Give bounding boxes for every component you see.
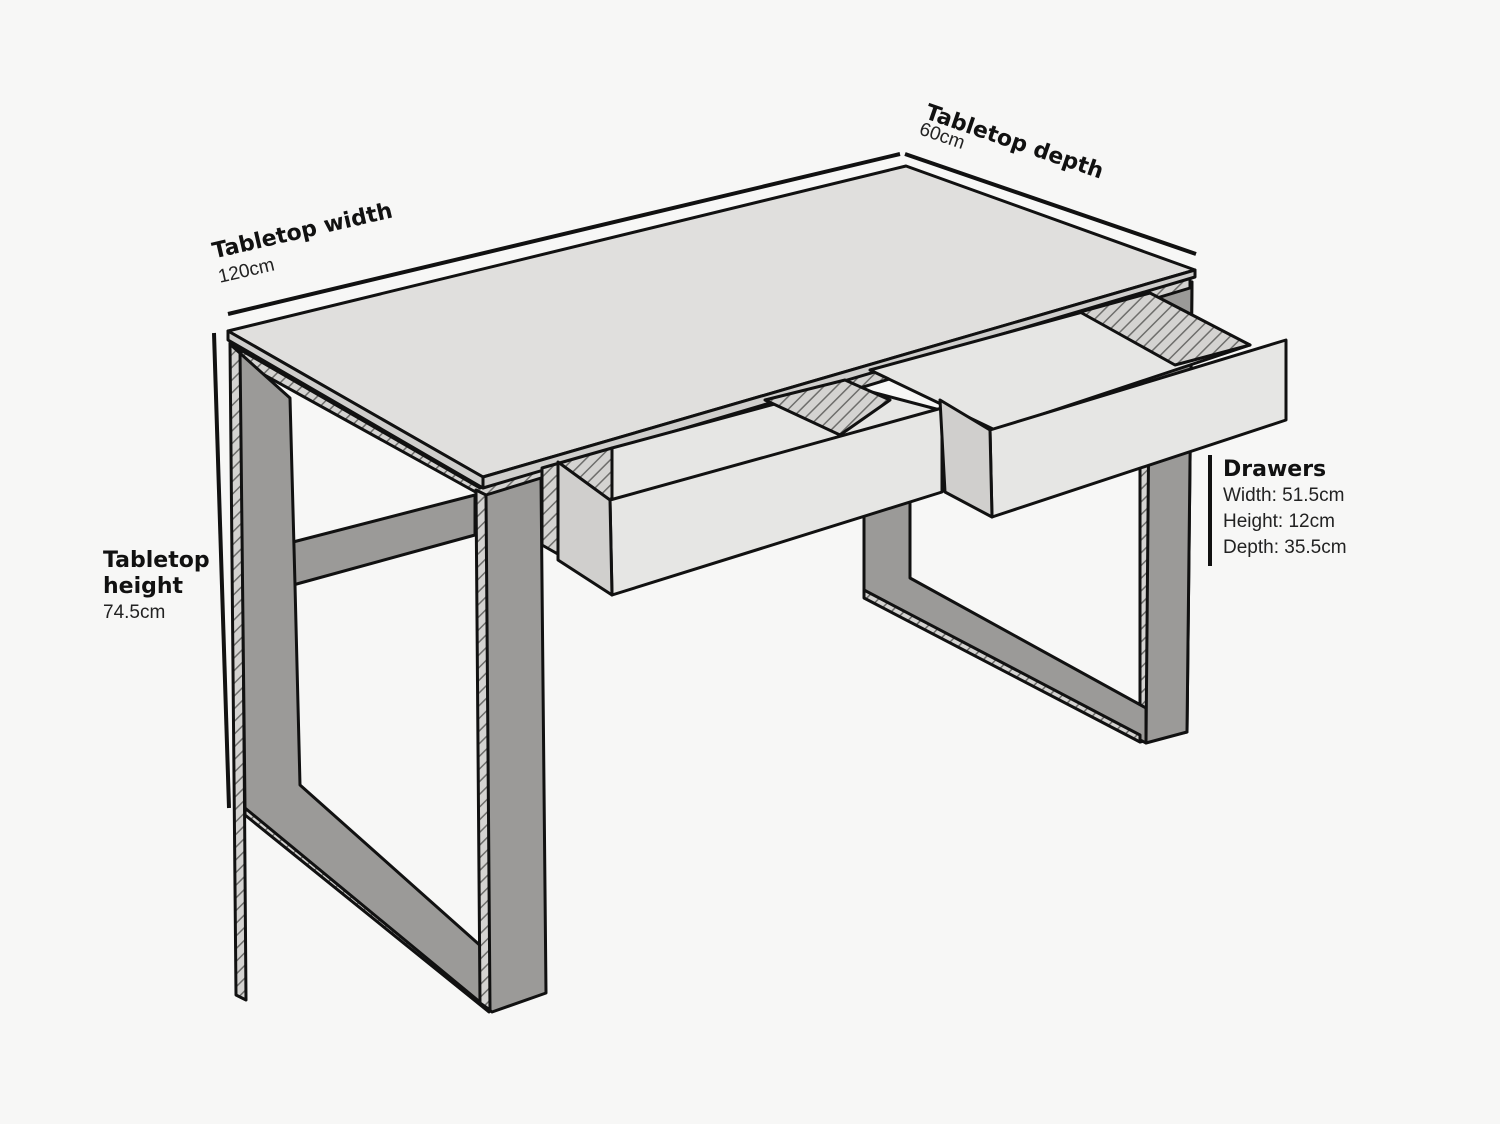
height-dimension-line: [212, 332, 231, 809]
dimension-lines: [212, 152, 1212, 809]
drawers-depth: Depth: 35.5cm: [1223, 537, 1347, 558]
tabletop-height-title-line1: Tabletop: [103, 548, 210, 573]
width-dimension-line: [227, 152, 901, 316]
drawers-label: Drawers Width: 51.5cm Height: 12cm Depth…: [1223, 457, 1347, 561]
stretcher: [291, 493, 477, 587]
left-drawer: [540, 378, 944, 597]
drawers-title: Drawers: [1223, 457, 1327, 482]
depth-dimension-line: [904, 152, 1197, 256]
tabletop-height-title-line2: height: [103, 574, 184, 599]
tabletop-height-value: 74.5cm: [103, 602, 166, 623]
tabletop-height-label: Tabletop height 74.5cm: [103, 548, 210, 626]
drawers-width: Width: 51.5cm: [1223, 485, 1345, 506]
drawers-height: Height: 12cm: [1223, 511, 1335, 532]
right-drawer: [868, 291, 1288, 519]
front-leg: [228, 341, 548, 1014]
